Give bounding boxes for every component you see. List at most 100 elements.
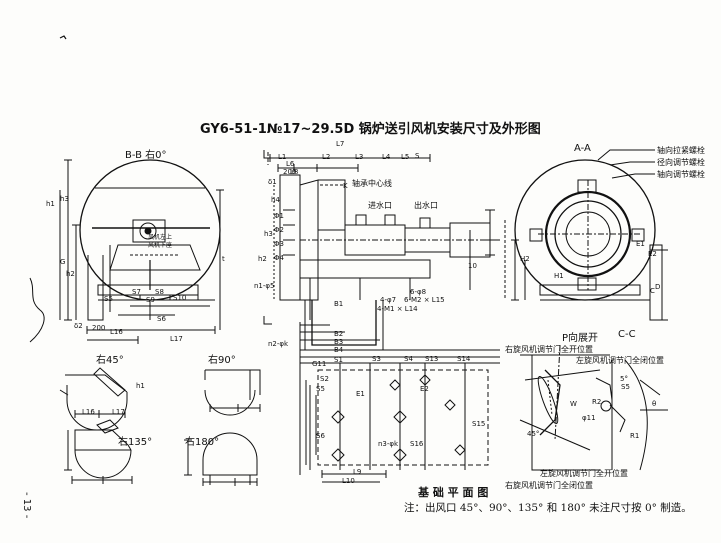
aa-view-drawing — [511, 149, 668, 321]
view-180-drawing — [184, 432, 258, 486]
dimension-label: θ — [652, 400, 657, 408]
dimension-label: L6 — [286, 160, 295, 168]
dimension-label: E2 — [648, 250, 657, 258]
dimension-label: 6-M2 × L15 — [404, 296, 445, 304]
dimension-label: B3 — [334, 338, 344, 346]
dimension-label: G11 — [312, 360, 327, 368]
page-number: - 13 - — [21, 492, 32, 519]
dimension-label: 200 — [283, 168, 297, 176]
dimension-label: S8 — [155, 288, 164, 296]
dimension-label: L3 — [355, 153, 364, 161]
dimension-label: L10 — [342, 477, 355, 485]
dimension-label: h3 — [264, 230, 273, 238]
bb-view-caption: B-B 右0° — [125, 150, 167, 161]
dimension-label: δ1 — [268, 178, 277, 186]
dimension-label: S10 — [173, 294, 187, 302]
dimension-label: C — [650, 287, 655, 295]
dimension-label: Φ2 — [274, 226, 284, 234]
dimension-label: 4-M1 × L14 — [377, 305, 418, 313]
dimension-label: R1 — [630, 432, 640, 440]
dimension-label: S5 — [316, 385, 325, 393]
dimension-label: n3-φk — [378, 440, 399, 448]
dimension-label: R2 — [592, 398, 602, 406]
dimension-label: W — [570, 400, 577, 408]
dimension-label: L16 — [82, 408, 95, 416]
dimension-label: h2 — [66, 270, 75, 278]
view-135-caption: 右135° — [118, 437, 153, 448]
dimension-label: S16 — [410, 440, 424, 448]
dimension-label: S2 — [320, 375, 329, 383]
dimension-label: S — [415, 152, 420, 160]
dimension-label: h4 — [271, 196, 280, 204]
dimension-label: S7 — [132, 288, 141, 296]
dimension-label: 45° — [527, 430, 540, 438]
dimension-label: n1-φ5 — [254, 282, 275, 290]
radial-bolt-label: 径向调节螺栓 — [657, 158, 705, 167]
dimension-label: S15 — [472, 420, 486, 428]
dimension-label: B1 — [334, 300, 344, 308]
dimension-label: n2-φk — [268, 340, 289, 348]
dimension-label: S3 — [372, 355, 381, 363]
dimension-label: 10 — [468, 262, 477, 270]
dimension-label: 4-φ7 — [380, 296, 397, 304]
dimension-label: S13 — [425, 355, 439, 363]
view-180-caption: 右180° — [185, 437, 220, 448]
water-outlet-label: 出水口 — [414, 201, 438, 210]
fan-lower-note: 风机下座 — [148, 242, 173, 249]
dimension-label: E2 — [420, 385, 429, 393]
left-damper-open-label: 左旋风机调节门全开位置 — [540, 469, 628, 478]
dimension-label: S6 — [316, 432, 325, 440]
dimension-label: 5° — [620, 375, 628, 383]
view-45-drawing — [59, 367, 128, 431]
main-side-view — [263, 150, 506, 350]
dimension-label: h1 — [46, 200, 55, 208]
dimension-label: L17 — [170, 335, 183, 343]
dimension-label: L17 — [112, 408, 125, 416]
fan-upper-note: 风机左上 — [148, 234, 173, 241]
dimension-label: h1 — [136, 382, 145, 390]
water-inlet-label: 进水口 — [368, 201, 392, 210]
dimension-label: φ11 — [582, 414, 596, 422]
dimension-label: S1 — [334, 356, 343, 364]
view-135-drawing — [64, 419, 133, 484]
axial-adjust-bolt-label: 轴向调节螺栓 — [657, 170, 705, 179]
view-90-drawing — [204, 369, 261, 416]
dimension-label: K — [343, 182, 348, 190]
dimension-label: L8 — [290, 168, 299, 176]
dimension-label: L16 — [110, 328, 123, 336]
dimension-label: G — [60, 258, 66, 266]
dimension-label: L2 — [322, 153, 331, 161]
dimension-label: δ2 — [74, 322, 83, 330]
dimension-label: L4 — [382, 153, 391, 161]
dimension-label: L7 — [336, 140, 345, 148]
dimension-label: S14 — [457, 355, 471, 363]
p-view-caption: P向展开 — [562, 333, 599, 344]
dimension-label: S5 — [621, 383, 630, 391]
dimension-label: Φ4 — [274, 254, 284, 262]
dimension-label: L5 — [401, 153, 410, 161]
dimension-label: B2 — [334, 330, 344, 338]
dimension-label: h2 — [258, 255, 267, 263]
right-damper-open-label: 右旋风机调节门全开位置 — [505, 345, 593, 354]
dimension-label: H1 — [554, 272, 564, 280]
view-45-caption: 右45° — [96, 355, 124, 366]
dimension-label: L9 — [353, 468, 362, 476]
dimension-label: E1 — [636, 240, 645, 248]
dimension-label: t — [222, 255, 225, 263]
dimension-label: H2 — [520, 255, 530, 263]
foundation-plan — [299, 322, 500, 483]
bb-view-drawing — [59, 159, 224, 344]
dimension-label: L1 — [278, 153, 287, 161]
cc-view-caption: C-C — [618, 329, 636, 340]
dimension-label: h3 — [60, 195, 69, 203]
right-damper-closed-label: 右旋风机调节门全闭位置 — [505, 481, 593, 490]
dimension-label: 6-φ8 — [410, 288, 427, 296]
dimension-label: S5 — [104, 295, 113, 303]
dimension-label: S4 — [404, 355, 413, 363]
view-90-caption: 右90° — [208, 355, 236, 366]
dimension-label: E1 — [356, 390, 365, 398]
dimension-label: D — [655, 283, 661, 291]
dimension-label: 200 — [92, 324, 106, 332]
dimension-label: S6 — [157, 315, 166, 323]
